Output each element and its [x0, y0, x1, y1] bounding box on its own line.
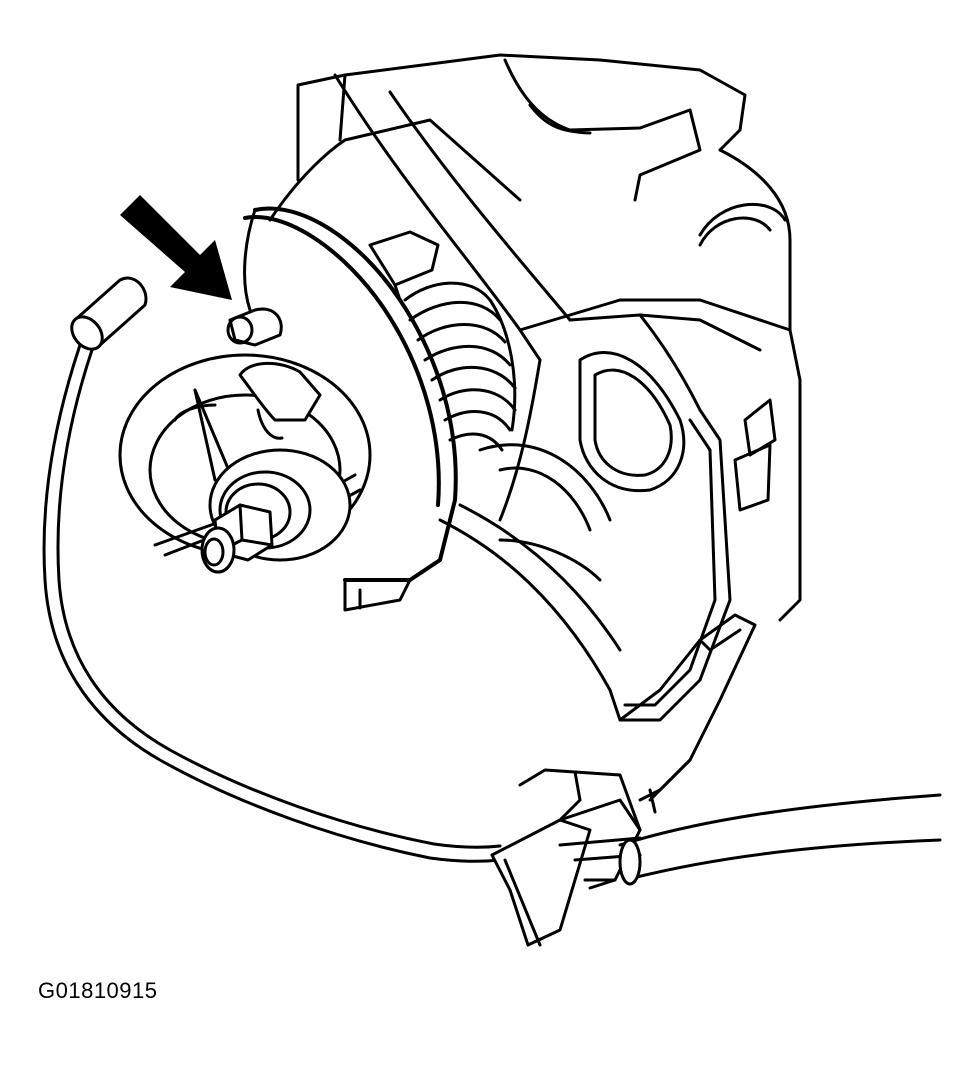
sensor-assembly — [118, 307, 372, 574]
bracket-casting — [333, 73, 802, 722]
armored-cable — [42, 343, 502, 863]
upper-housing — [268, 53, 792, 332]
figure-id-label: G01810915 — [38, 978, 158, 1003]
electrical-connector — [490, 768, 642, 947]
flange-plate — [243, 206, 458, 612]
wiring-harness — [618, 613, 942, 886]
cap-end — [70, 276, 148, 351]
arrow-down-right-icon — [120, 195, 232, 300]
coil-spring — [368, 230, 517, 452]
